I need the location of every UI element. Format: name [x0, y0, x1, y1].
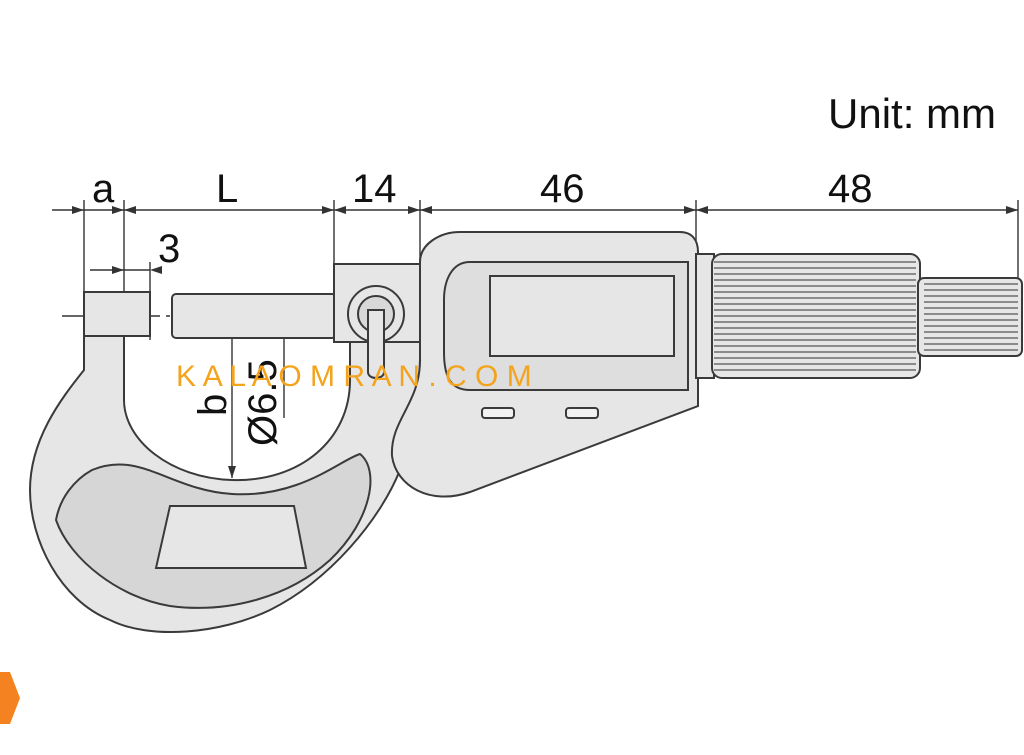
dim-label-46: 46 — [540, 167, 585, 211]
plate-label-area — [154, 505, 308, 569]
dim-label-14: 14 — [352, 167, 397, 211]
logo-mark-icon — [0, 672, 20, 724]
lcd-screen — [489, 275, 675, 357]
dim-label-diameter: Ø6.5 — [241, 359, 285, 446]
lock-lever — [367, 309, 385, 379]
ratchet — [917, 277, 1023, 357]
dim-label-48: 48 — [828, 167, 873, 211]
dim-label-a: a — [92, 167, 115, 211]
button-1 — [481, 407, 515, 419]
dim-label-3: 3 — [158, 227, 180, 271]
dim-label-b: b — [191, 394, 235, 416]
watermark-text: K A L A O M R A N . C O M — [176, 360, 532, 393]
thimble-knurling — [714, 261, 1018, 371]
button-2 — [565, 407, 599, 419]
dim-label-L: L — [216, 167, 238, 211]
unit-label: Unit: mm — [828, 90, 996, 137]
anvil — [83, 291, 151, 337]
spindle — [171, 293, 337, 339]
